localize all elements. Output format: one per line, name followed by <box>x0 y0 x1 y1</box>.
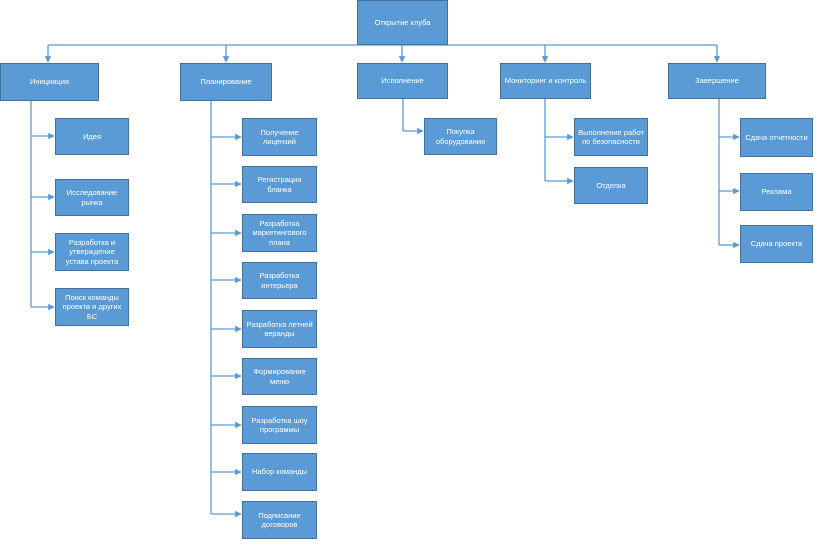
task-planning-8: Набор команды <box>242 453 317 491</box>
task-planning-1: Получение лицензий <box>242 118 317 156</box>
task-initiation-4: Поиск команды проекта и других БС <box>55 288 129 326</box>
task-initiation-2: Исследование рынка <box>55 179 129 216</box>
phase-execution: Исполнение <box>357 63 448 99</box>
phase-initiation: Инициация <box>0 63 99 101</box>
task-initiation-1: Идея <box>55 118 129 155</box>
task-planning-7: Разработка шоу программы <box>242 406 317 444</box>
task-monitoring-2: Отделка <box>574 167 648 204</box>
task-monitoring-1: Выполнение работ по безопасности <box>574 118 648 156</box>
phase-closing: Завершение <box>668 63 766 99</box>
task-closing-1: Сдача отчетности <box>740 118 813 157</box>
task-closing-3: Сдача проекта <box>740 225 813 263</box>
task-planning-9: Подписание договоров <box>242 501 317 539</box>
task-closing-2: Реклама <box>740 173 813 211</box>
root-node: Открытие клуба <box>357 0 448 45</box>
phase-monitoring: Мониторинг и контроль <box>500 63 591 99</box>
task-execution-1: Покупка оборудования <box>424 118 497 155</box>
task-planning-5: Разработка летней веранды <box>242 310 317 348</box>
task-planning-4: Разработка интерьера <box>242 262 317 299</box>
task-initiation-3: Разработка и утверждение устава проекта <box>55 233 129 271</box>
task-planning-3: Разработка маркетингового плана <box>242 214 317 252</box>
task-planning-6: Формирование меню <box>242 358 317 395</box>
task-planning-2: Регистрация бланка <box>242 166 317 203</box>
phase-planning: Планирование <box>180 63 272 101</box>
